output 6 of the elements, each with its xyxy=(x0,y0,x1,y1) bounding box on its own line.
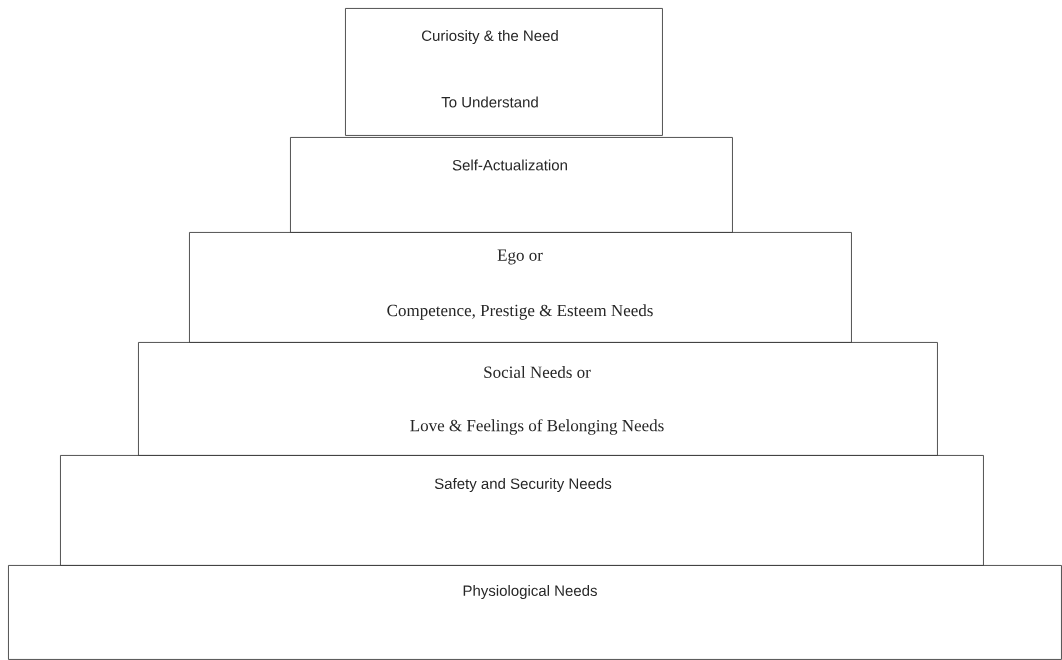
pyramid-tier: Physiological Needs xyxy=(8,565,1062,660)
pyramid-tier: Social Needs or Love & Feelings of Belonging Needs xyxy=(138,342,938,456)
pyramid-tier: Ego or Competence, Prestige & Esteem Needs xyxy=(189,232,852,343)
pyramid-tier: Self-Actualization xyxy=(290,137,733,233)
pyramid-tier: Safety and Security Needs xyxy=(60,455,984,566)
pyramid-tier: Curiosity & the Need To Understand xyxy=(345,8,663,136)
